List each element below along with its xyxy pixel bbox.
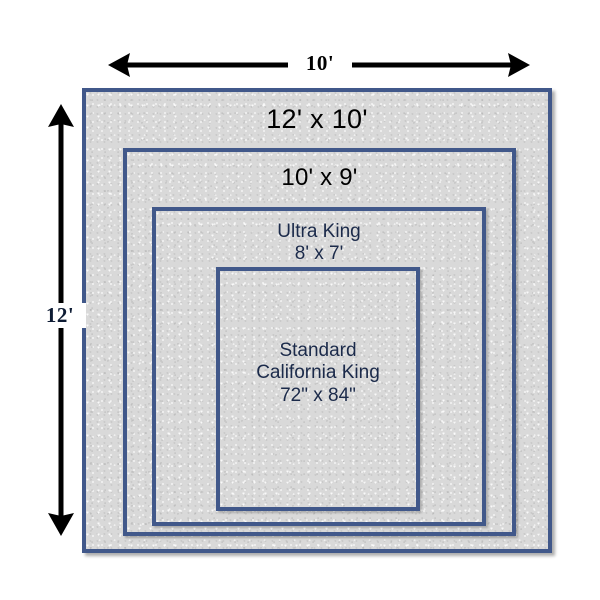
double-headed-vertical-arrow-icon (48, 104, 74, 536)
vertical-dimension-arrow (44, 104, 78, 536)
double-headed-horizontal-arrow-icon (108, 53, 530, 77)
standard-california-king-box (216, 267, 420, 511)
horizontal-dimension-arrow (108, 50, 530, 80)
